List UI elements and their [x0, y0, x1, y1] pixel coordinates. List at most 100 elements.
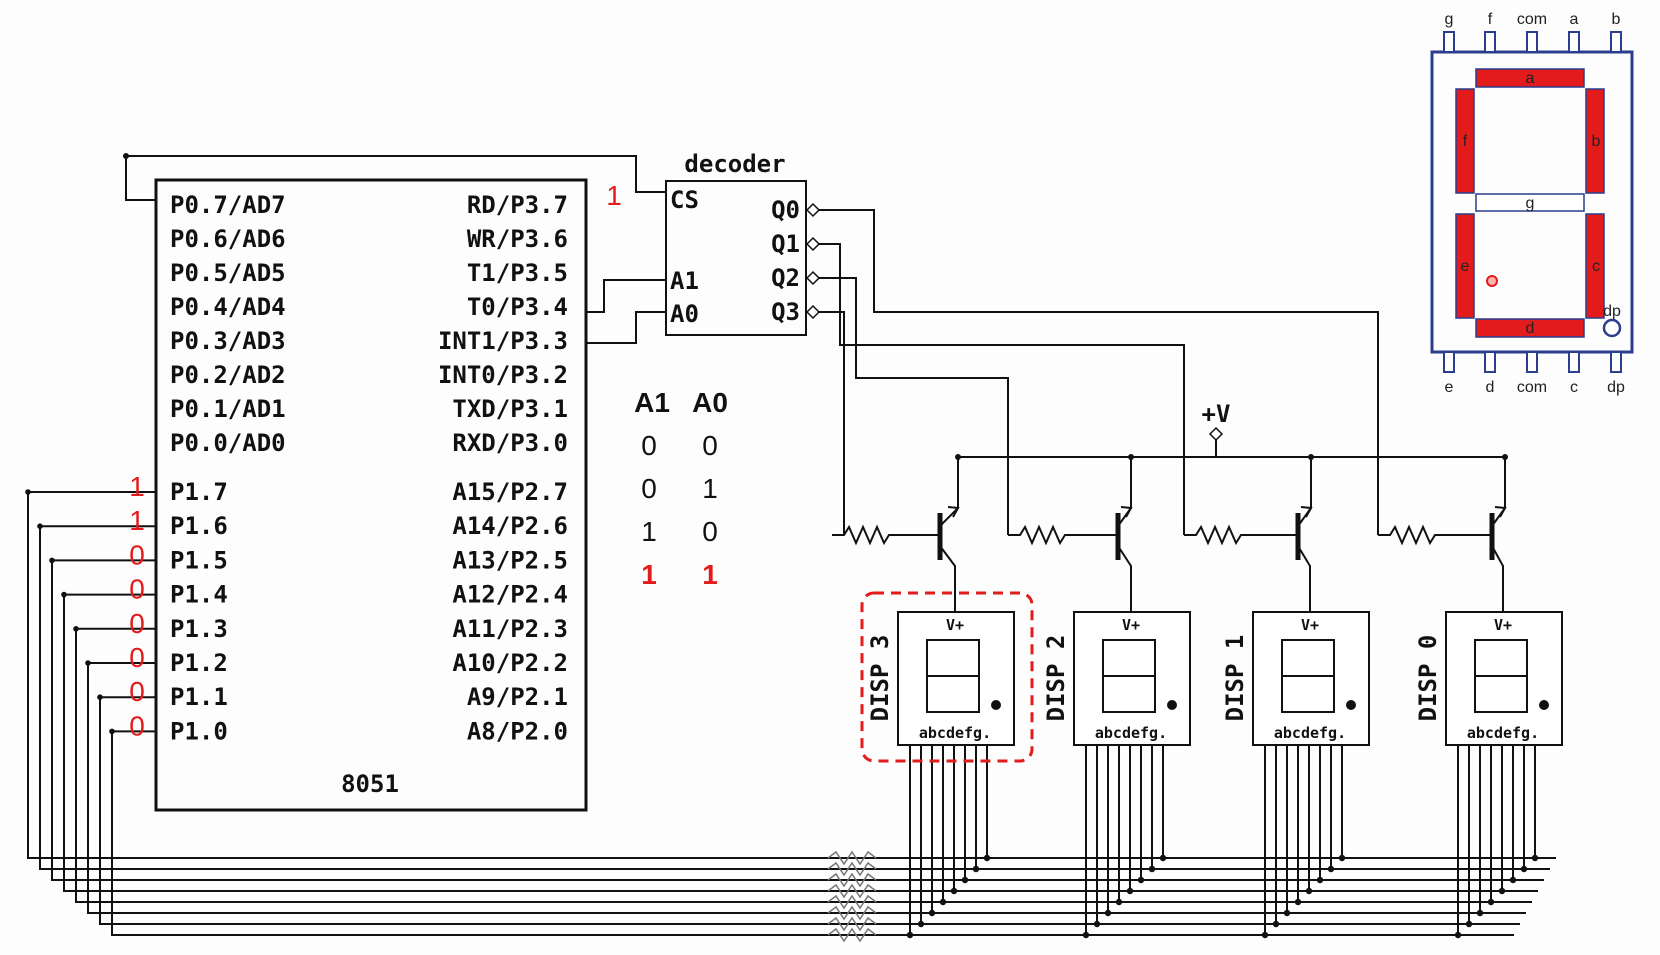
- mcu-pin-right: A12/P2.4: [452, 581, 568, 609]
- seven-seg-segment-label: g: [1526, 195, 1535, 212]
- display-body: [1445, 611, 1563, 746]
- display-segment-labels: abcdefg.: [1274, 724, 1346, 742]
- p1-value: 0: [129, 642, 145, 673]
- display-body: [1252, 611, 1370, 746]
- cursor-marker: [1486, 275, 1498, 287]
- junction: [61, 591, 67, 598]
- junction: [1128, 454, 1134, 460]
- mcu-pin-left: P0.5/AD5: [170, 259, 286, 287]
- cs-value: 1: [606, 180, 622, 211]
- transistor-collector: [1117, 545, 1132, 612]
- display-segment-labels: abcdefg.: [1467, 724, 1539, 742]
- q0-bubble: [805, 202, 821, 218]
- driver-stage: V+abcdefg.DISP 2: [1008, 454, 1191, 939]
- seven-seg-bottom-pin-label: e: [1445, 379, 1454, 396]
- mcu-pin-left: P1.7: [170, 478, 228, 506]
- seven-seg-bottom-pin-label: com: [1517, 379, 1547, 396]
- mcu-body: [154, 178, 588, 812]
- wire-a1: [586, 279, 666, 313]
- seven-seg-top-pin: [1526, 31, 1538, 53]
- mcu-pin-left: P0.4/AD4: [170, 293, 286, 321]
- junction: [85, 660, 91, 666]
- truth-cell: 1: [641, 516, 657, 547]
- mcu-pin-left: P0.1/AD1: [170, 395, 286, 423]
- base-resistor: [1184, 524, 1298, 546]
- wire-a0: [586, 311, 666, 344]
- mcu-pin-left: P0.7/AD7: [170, 191, 286, 219]
- mcu-pin-right: A10/P2.2: [452, 649, 568, 677]
- mcu-pin-right: A11/P2.3: [452, 615, 568, 643]
- p1-value: 0: [129, 539, 145, 570]
- seven-seg-top-pin-label: g: [1445, 11, 1454, 28]
- seven-seg-bottom-pin: [1610, 351, 1622, 373]
- bus-break: [827, 916, 877, 932]
- seven-seg-bottom-pin-label: c: [1570, 379, 1578, 396]
- seven-seg-top-pin-label: a: [1570, 11, 1579, 28]
- seven-seg-top-pin: [1484, 31, 1496, 53]
- junction: [1502, 454, 1508, 460]
- p1-value: 0: [129, 608, 145, 639]
- wire-q3: [819, 311, 845, 535]
- mcu-8051: P0.7/AD7P0.6/AD6P0.5/AD5P0.4/AD4P0.3/AD3…: [154, 178, 588, 812]
- seven-seg-top-pin-label: f: [1488, 11, 1493, 28]
- truth-cell: 1: [641, 559, 657, 590]
- p1-bus-line: [111, 730, 1514, 936]
- seven-seg-bottom-pin: [1568, 351, 1580, 373]
- base-resistor: [832, 524, 940, 546]
- mcu-pin-left: P1.5: [170, 546, 228, 574]
- p1-value: 0: [129, 574, 145, 605]
- display-label: DISP 3: [866, 635, 894, 722]
- decoder-output-q1: Q1: [771, 230, 800, 258]
- seven-seg-segment-label: e: [1461, 258, 1470, 275]
- q3-bubble: [805, 304, 821, 320]
- display-body: [897, 611, 1015, 746]
- decoder-body: [665, 180, 807, 336]
- seven-seg-top-pin-label: com: [1517, 11, 1547, 28]
- seven-seg-segment-label: a: [1526, 70, 1535, 87]
- wire-q0: [819, 209, 1379, 535]
- junction: [25, 489, 31, 495]
- truth-cell: 1: [702, 473, 718, 504]
- base-resistor: [1378, 524, 1492, 546]
- seven-seg-segment-b: [1585, 88, 1605, 194]
- mcu-pin-left: P0.6/AD6: [170, 225, 286, 253]
- emitter-arrow: [1120, 506, 1133, 518]
- disp3-highlight-box: [860, 591, 1034, 763]
- junction: [73, 626, 79, 632]
- transistor-emitter: [939, 457, 959, 527]
- wire-q1: [819, 243, 1185, 535]
- display-dp: [1167, 700, 1177, 710]
- decoder-output-q2: Q2: [771, 264, 800, 292]
- display-vplus: V+: [1301, 616, 1319, 634]
- decoder-input-cs: CS: [670, 186, 699, 214]
- display-label: DISP 1: [1221, 635, 1249, 722]
- mcu-left-pins: P0.7/AD7P0.6/AD6P0.5/AD5P0.4/AD4P0.3/AD3…: [170, 191, 286, 745]
- mcu-pin-right: RD/P3.7: [467, 191, 568, 219]
- junction: [123, 153, 129, 159]
- p1-bus-line: [39, 525, 1550, 870]
- display-label: DISP 2: [1042, 635, 1070, 722]
- seven-seg-bottom-pin: [1443, 351, 1455, 373]
- mcu-pin-left: P1.6: [170, 512, 228, 540]
- base-resistor: [1008, 524, 1118, 546]
- p1-bus-line: [63, 593, 1538, 892]
- bus-break: [827, 850, 877, 866]
- p1-value: 0: [129, 676, 145, 707]
- mcu-pin-right: T0/P3.4: [467, 293, 568, 321]
- display-segment-labels: abcdefg.: [919, 724, 991, 742]
- transistor-collector: [1297, 545, 1311, 612]
- display-dp: [1539, 700, 1549, 710]
- truth-cell: 0: [641, 473, 657, 504]
- p1-bus-line: [99, 696, 1520, 925]
- seven-seg-segment-e: [1455, 213, 1475, 319]
- p1-value: 1: [129, 471, 145, 502]
- p1-bus-line: [75, 627, 1532, 903]
- display-vplus: V+: [946, 616, 964, 634]
- p1-value: 1: [129, 505, 145, 536]
- junction: [955, 454, 961, 460]
- seven-seg-segment-g: [1475, 193, 1585, 212]
